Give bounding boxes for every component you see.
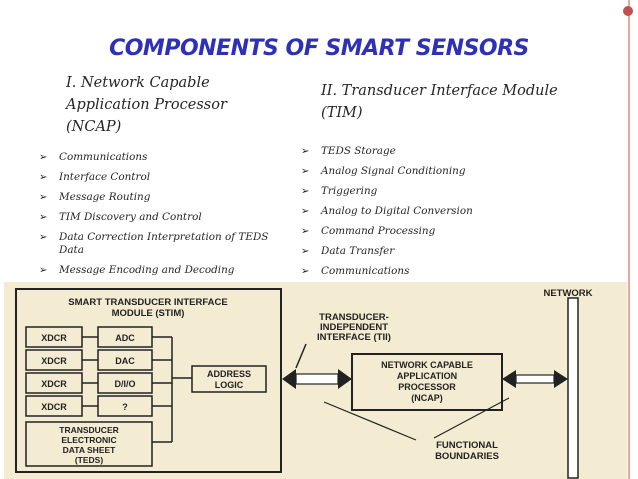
module-bus [152,336,192,407]
corner-dot [623,6,633,16]
bullet-arrow-icon: ➢ [39,212,48,223]
teds-label: DATA SHEET [63,445,117,455]
bullet-arrow-icon: ➢ [301,226,310,237]
right-edge-line [628,0,630,479]
tii-pointer [295,343,307,369]
ncap-label: (NCAP) [411,393,443,403]
bullet-arrow-icon: ➢ [301,146,310,157]
list-item: ➢ Command Processing [299,225,539,238]
list-item-text: TIM Discovery and Control [59,211,202,223]
boundary-pointer [323,401,417,441]
list-item-text: Data Transfer [321,245,395,257]
list-item-text: Triggering [321,185,378,197]
list-item-text: Message Encoding and Decoding [59,264,235,276]
list-item-text: Interface Control [59,171,151,183]
bullet-arrow-icon: ➢ [39,265,48,276]
functional-boundaries-label: BOUNDARIES [435,451,499,462]
xdcr-label: XDCR [41,379,67,389]
stim-ncap-architecture-diagram: SMART TRANSDUCER INTERFACE MODULE (STIM)… [4,282,627,479]
bullet-arrow-icon: ➢ [39,232,48,243]
network-label: NETWORK [543,288,592,299]
list-item-text: Message Routing [59,191,151,203]
list-item-text: Analog to Digital Conversion [321,205,473,217]
bullet-arrow-icon: ➢ [39,172,48,183]
teds-label: TRANSDUCER [59,425,119,435]
list-item: ➢ TIM Discovery and Control [37,211,282,224]
list-item: ➢ Communications [299,265,539,278]
list-item: ➢ Analog to Digital Conversion [299,205,539,218]
teds-label: (TEDS) [75,455,104,465]
teds-box [25,421,153,467]
bullet-arrow-icon: ➢ [301,206,310,217]
left-heading-line: I. Network Capable [66,75,210,91]
tii-double-arrow [282,369,352,389]
list-item: ➢ Message Routing [37,191,282,204]
address-logic-box [191,365,267,393]
xdcr-label: XDCR [41,333,67,343]
list-item-text: Command Processing [321,225,436,237]
bullet-arrow-icon: ➢ [301,166,310,177]
list-item-text: Data Correction Interpretation of TEDS D… [59,231,269,256]
ncap-function-list: ➢ Communications ➢ Interface Control ➢ Mess… [37,151,282,277]
network-bus [567,297,579,479]
address-logic-label: LOGIC [215,380,244,390]
module-label: DAC [115,356,135,366]
left-heading-line: Application Processor [66,97,227,113]
stim-title-line: SMART TRANSDUCER INTERFACE [68,297,227,308]
bullet-arrow-icon: ➢ [39,192,48,203]
address-logic-label: ADDRESS [207,369,251,379]
list-item: ➢ Data Correction Interpretation of TEDS … [37,231,282,257]
list-item-text: Communications [321,265,410,277]
ncap-label: APPLICATION [397,371,457,381]
stim-title-line: MODULE (STIM) [112,308,185,319]
bullet-arrow-icon: ➢ [301,246,310,257]
ncap-box [351,353,503,411]
list-item-text: Communications [59,151,148,163]
list-item: ➢ TEDS Storage [299,145,539,158]
tii-label: INTERFACE (TII) [317,332,391,343]
list-item: ➢ Triggering [299,185,539,198]
right-heading-line: II. Transducer Interface Module [321,83,558,99]
boundary-pointer [433,397,510,439]
list-item: ➢ Data Transfer [299,245,539,258]
bullet-arrow-icon: ➢ [39,152,48,163]
ncap-label: NETWORK CAPABLE [381,360,473,370]
tii-label: TRANSDUCER- [319,312,389,323]
module-label: ? [122,402,128,412]
tim-function-list: ➢ TEDS Storage ➢ Analog Signal Conditionin… [299,145,539,278]
stim-box [15,288,282,473]
right-heading-line: (TIM) [321,105,363,121]
right-heading: II. Transducer Interface Module (TIM) [321,80,558,124]
list-item: ➢ Analog Signal Conditioning [299,165,539,178]
xdcr-connectors [82,336,98,407]
page-title: COMPONENTS OF SMART SENSORS [109,36,529,61]
xdcr-label: XDCR [41,402,67,412]
list-item: ➢ Communications [37,151,282,164]
bullet-arrow-icon: ➢ [301,186,310,197]
tii-label: INDEPENDENT [320,322,388,333]
bullet-arrow-icon: ➢ [301,266,310,277]
list-item-text: TEDS Storage [321,145,396,157]
teds-label: ELECTRONIC [61,435,116,445]
module-label: D/I/O [114,379,135,389]
functional-boundaries-label: FUNCTIONAL [436,440,498,451]
list-item-text: Analog Signal Conditioning [321,165,466,177]
list-item: ➢ Interface Control [37,171,282,184]
module-label: ADC [115,333,135,343]
left-heading: I. Network Capable Application Processor… [66,72,227,138]
ncap-network-arrow [502,370,568,388]
ncap-label: PROCESSOR [398,382,456,392]
list-item: ➢ Message Encoding and Decoding [37,264,282,277]
xdcr-label: XDCR [41,356,67,366]
left-heading-line: (NCAP) [66,119,122,135]
